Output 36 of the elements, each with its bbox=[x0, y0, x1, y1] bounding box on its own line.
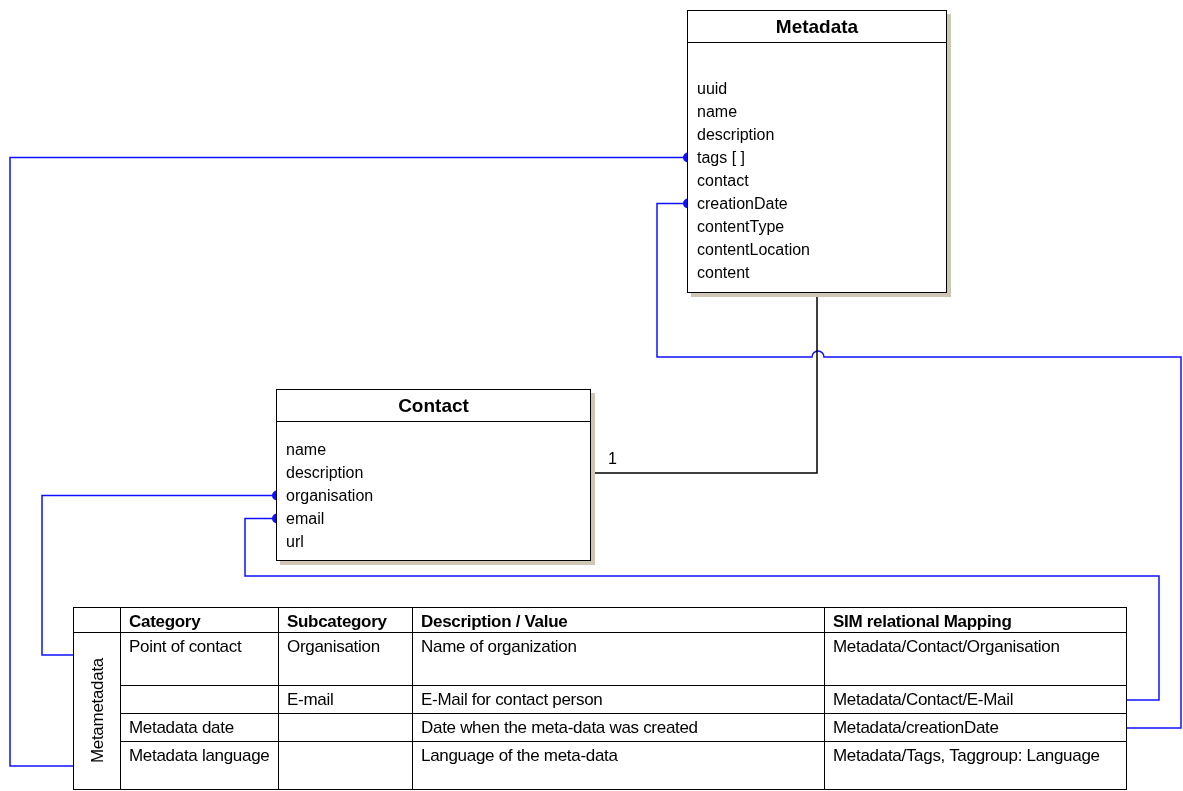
attribute-name: creationDate bbox=[688, 192, 946, 215]
attribute-name: description bbox=[277, 461, 590, 484]
class-name: Contact bbox=[397, 394, 470, 418]
attribute-name: description bbox=[688, 123, 946, 146]
column-header: Category bbox=[121, 607, 279, 633]
table-cell: Metadata/Contact/Organisation bbox=[825, 633, 1127, 686]
table-cell: Metadata/Tags, Taggroup: Language bbox=[825, 742, 1127, 790]
table-cell: Metadata/creationDate bbox=[825, 714, 1127, 742]
attribute-name: tags [ ] bbox=[688, 146, 946, 169]
attribute-name: contentType bbox=[688, 215, 946, 238]
attribute-name: contentLocation bbox=[688, 238, 946, 261]
table-cell: E-Mail for contact person bbox=[413, 686, 825, 714]
column-header: SIM relational Mapping bbox=[825, 607, 1127, 633]
attribute-name: url bbox=[277, 530, 590, 553]
table-cell: Name of organization bbox=[413, 633, 825, 686]
table-cell: Metametadata bbox=[73, 633, 121, 790]
table-cell: Point of contact bbox=[121, 633, 279, 686]
attribute-name: name bbox=[688, 100, 946, 123]
class-name: Metadata bbox=[774, 15, 860, 39]
attribute-name: contact bbox=[688, 169, 946, 192]
table-cell: Metadata date bbox=[121, 714, 279, 742]
table-cell: Date when the meta-data was created bbox=[413, 714, 825, 742]
attribute-name: uuid bbox=[688, 77, 946, 100]
attribute-name: organisation bbox=[277, 484, 590, 507]
column-header: Subcategory bbox=[279, 607, 413, 633]
table-cell: Organisation bbox=[279, 633, 413, 686]
attribute-name: name bbox=[277, 438, 590, 461]
table-cell: E-mail bbox=[279, 686, 413, 714]
table-cell: Language of the meta-data bbox=[413, 742, 825, 790]
connector-line bbox=[656, 198, 1182, 729]
table-cell: Metadata language bbox=[121, 742, 279, 790]
attribute-name: email bbox=[277, 507, 590, 530]
attribute-name: content bbox=[688, 261, 946, 284]
column-header: Description / Value bbox=[413, 607, 825, 633]
connector-line bbox=[244, 513, 1160, 701]
table-cell: Metadata/Contact/E-Mail bbox=[825, 686, 1127, 714]
